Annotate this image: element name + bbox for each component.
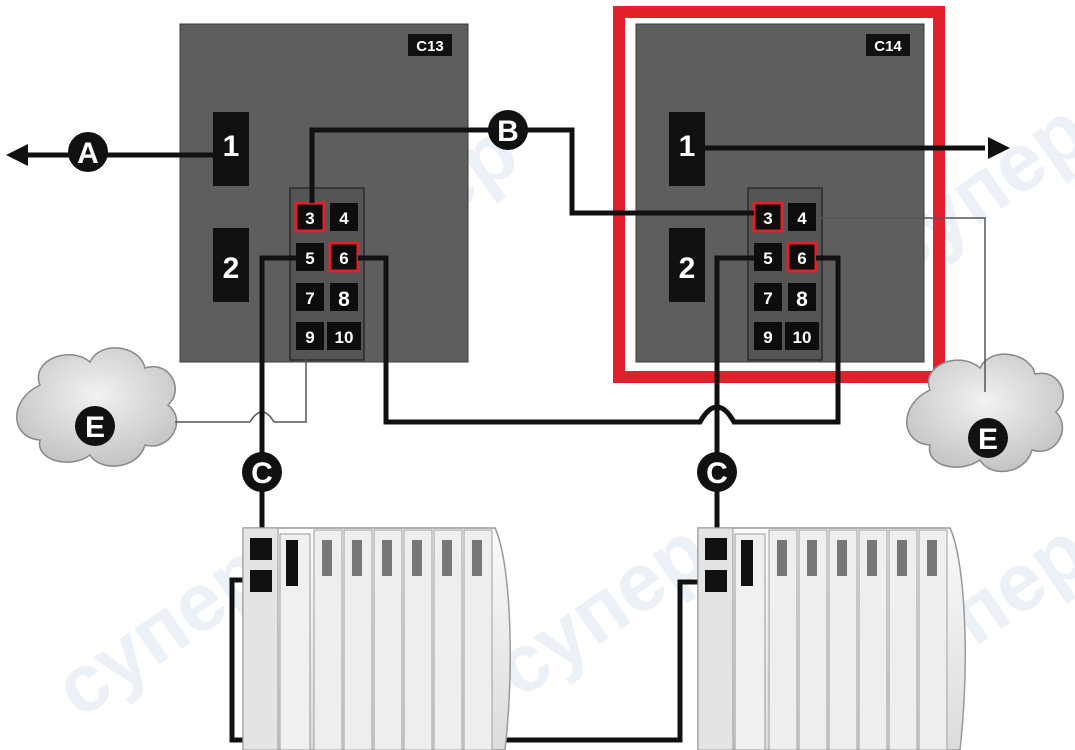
cable-c-right: [714, 255, 754, 540]
module-2-label: 2: [679, 252, 696, 285]
port-panel-c13: 3 4 5 6 7 8 9 10: [289, 187, 365, 361]
marker-a: A: [68, 132, 108, 172]
cable-c-left: [259, 255, 296, 540]
marker-e-right-label: E: [978, 423, 998, 456]
marker-e-left-label: E: [85, 411, 105, 444]
port-3-label: 3: [305, 209, 314, 228]
marker-c-right-label: C: [706, 457, 728, 490]
port-9: [296, 322, 324, 350]
arrowhead-right: [988, 137, 1010, 159]
port-7-label: 7: [763, 289, 772, 308]
port-9: [754, 322, 782, 350]
port-10: [785, 322, 819, 350]
port-10: [327, 322, 361, 350]
network-cloud-right: [906, 353, 1064, 473]
controller-tag-c14: C14: [874, 38, 902, 55]
port-3: [294, 201, 326, 233]
port-3-label: 3: [763, 209, 772, 228]
cable-e-right: [817, 217, 986, 392]
port-6-label: 6: [339, 249, 348, 268]
marker-b-label: B: [497, 115, 519, 148]
port-4-label: 4: [339, 209, 349, 228]
port-3: [752, 201, 784, 233]
cable-ring: [358, 255, 841, 425]
module-1-label: 1: [679, 130, 696, 163]
marker-c-right: C: [697, 452, 737, 492]
port-4-label: 4: [797, 209, 807, 228]
controller-highlight-frame: [613, 6, 945, 383]
port-panel-c14: 3 4 5 6 7 8 9 10: [747, 187, 823, 361]
port-4: [788, 203, 816, 231]
marker-e-left: E: [75, 406, 115, 446]
port-5-label: 5: [763, 249, 772, 268]
port-7: [296, 283, 324, 311]
port-8: [330, 283, 358, 311]
port-5-label: 5: [305, 249, 314, 268]
port-5: [296, 243, 324, 271]
port-9-label: 9: [305, 328, 314, 347]
module-2-block: [213, 228, 249, 302]
io-rack-left: [242, 527, 511, 750]
port-7-label: 7: [305, 289, 314, 308]
controller-tag-box: [866, 34, 910, 56]
port-10-label: 10: [335, 328, 354, 347]
port-7: [754, 283, 782, 311]
port-8: [788, 283, 816, 311]
port-8-label: 8: [338, 288, 350, 311]
module-1-block: [669, 112, 705, 186]
port-6: [786, 241, 818, 273]
arrowhead-left: [6, 144, 28, 166]
marker-e-right: E: [968, 418, 1008, 458]
port-6-label: 6: [797, 249, 806, 268]
port-10-label: 10: [793, 328, 812, 347]
module-1-label: 1: [223, 130, 240, 163]
port-6: [328, 241, 360, 273]
port-5: [754, 243, 782, 271]
controller-tag-box: [408, 34, 452, 56]
io-rack-right: [697, 527, 966, 750]
port-9-label: 9: [763, 328, 772, 347]
port-8-label: 8: [796, 288, 808, 311]
cable-b: [309, 127, 754, 216]
cable-e-left-tail: [274, 352, 307, 423]
thick-cables: [20, 127, 985, 743]
marker-c-left-label: C: [251, 457, 273, 490]
module-2-label: 2: [223, 252, 240, 285]
module-2-block: [669, 228, 705, 302]
marker-c-left: C: [242, 452, 282, 492]
module-1-block: [213, 112, 249, 186]
marker-b: B: [488, 110, 528, 150]
marker-a-label: A: [77, 137, 99, 170]
port-4: [330, 203, 358, 231]
controller-tag-c13: C13: [416, 38, 444, 55]
watermark-text: супер: [478, 505, 724, 715]
